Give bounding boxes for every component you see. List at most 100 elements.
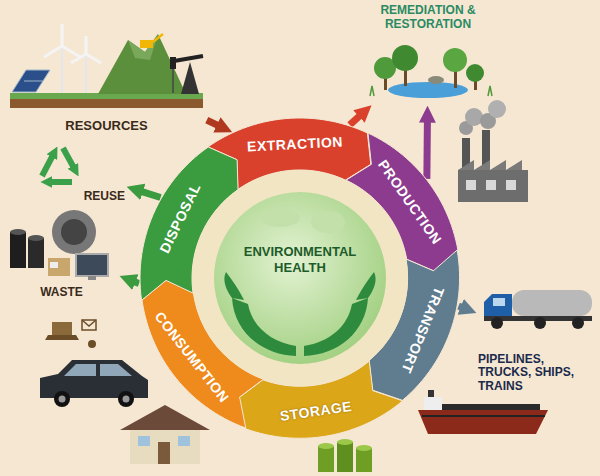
consumer-goods-illustration-part [54,391,70,407]
factory-illustration-part [458,160,522,170]
globe-shape [192,170,408,386]
barrels-illustration-part [337,439,353,445]
factory-illustration-part [458,170,528,202]
truck-illustration-part [572,317,584,329]
hand [304,272,376,356]
recycle-symbol-part [42,155,53,176]
resources-illustration-part [86,54,101,63]
ship-illustration-part [424,397,442,410]
consumer-goods-illustration-part [123,396,130,403]
barrels-illustration [318,439,372,472]
consumer-goods-illustration-part [59,396,66,403]
center-label: ENVIRONMENTAL HEALTH [234,244,366,275]
consumer-goods-illustration-part [52,322,72,335]
caption-label: PIPELINES, TRUCKS, SHIPS, TRAINS [478,353,590,394]
recycle-symbol-part [63,148,74,168]
waste-illustration-part [50,262,58,268]
restoration-illustration [370,45,492,98]
globe [214,192,386,364]
transport-modes-group: PIPELINES, TRUCKS, SHIPS, TRAINS [478,280,594,394]
waste-illustration-part [52,210,96,254]
resources-illustration-part [71,54,86,63]
resources-illustration-part [61,24,64,46]
waste-illustration-part [76,254,108,276]
flow-arrow [459,306,463,307]
continent [311,211,345,233]
resources-illustration-part [24,81,43,82]
factory-illustration-part [465,108,483,126]
factory-illustration [458,100,528,202]
resources-illustration-part [85,36,88,54]
caption-label: WASTE [40,286,83,300]
restoration-illustration-part [466,64,484,82]
resources-illustration-part [181,62,199,94]
consumer-goods-illustration-part [118,391,134,407]
consumer-goods-illustration-part [40,360,148,398]
resources-illustration [10,24,203,108]
waste-illustration-part [10,229,26,235]
resources-illustration-part [61,46,64,93]
barrels-illustration-part [356,448,372,472]
caption-label: REMEDIATION & RESTORATION [362,4,494,32]
resources-illustration-part [153,34,163,42]
caption-label: REUSE [84,190,125,204]
restoration-illustration-part [443,48,467,72]
resources-illustration-part [12,70,50,92]
truck-illustration-part [493,298,505,306]
truck-illustration-part [534,317,546,329]
resources-illustration-part [170,57,176,69]
ship-illustration-part [418,410,548,434]
waste-illustration-part [28,238,44,268]
flow-arrow [350,115,360,124]
reuse-group: REUSE [30,138,125,204]
resources-illustration-part [174,56,203,61]
flow-arrow [141,191,160,197]
waste-group: WASTE [5,206,118,300]
center-globe: ENVIRONMENTAL HEALTH [192,170,408,386]
restoration-illustration-part [392,45,418,71]
consumer-goods-illustration-part [120,405,210,430]
resources-group: RESOURCES [8,10,205,134]
waste-illustration-part [61,219,87,245]
waste-illustration-part [48,258,70,276]
truck-illustration-part [484,294,512,318]
consumer-goods-illustration-part [88,340,96,348]
flow-arrow [134,282,139,284]
truck-illustration [484,290,592,329]
waste-illustration [10,210,108,280]
recycle-symbol-part [50,179,72,185]
ship-illustration-part [442,404,540,410]
resources-illustration-part [140,40,153,48]
waste-illustration-part [88,276,96,280]
restoration-illustration-part [428,76,444,84]
flow-arrow [207,120,219,126]
resources-illustration-part [85,54,88,93]
resources-illustration-part [44,46,62,57]
factory-illustration-part [506,180,516,190]
resources-illustration-part [10,98,203,108]
recycle-symbol [42,148,74,182]
barrels-illustration-part [356,445,372,451]
resources-illustration-part [172,69,174,93]
consumer-goods-illustration-part [138,436,150,446]
truck-illustration-part [491,317,503,329]
ship-illustration [418,390,548,434]
consumer-goods-illustration-part [178,436,190,446]
truck-illustration-part [512,290,592,316]
barrels-illustration-part [318,443,334,449]
hand [224,272,296,356]
ship-illustration-part [428,390,434,397]
factory-illustration-part [488,100,506,118]
flow-arrow [423,121,431,179]
restoration-group: REMEDIATION & RESTORATION [360,4,496,104]
consumer-goods-illustration-part [158,442,170,464]
consumer-goods-illustration-part [130,428,200,464]
resources-illustration-part [128,34,158,60]
resources-illustration-part [62,46,80,57]
continent [260,209,300,227]
barrels-illustration-part [337,442,353,472]
consumer-goods-illustration-part [100,364,132,376]
waste-illustration-part [28,235,44,241]
factory-illustration-part [486,180,496,190]
ship-illustration-part [422,415,545,417]
